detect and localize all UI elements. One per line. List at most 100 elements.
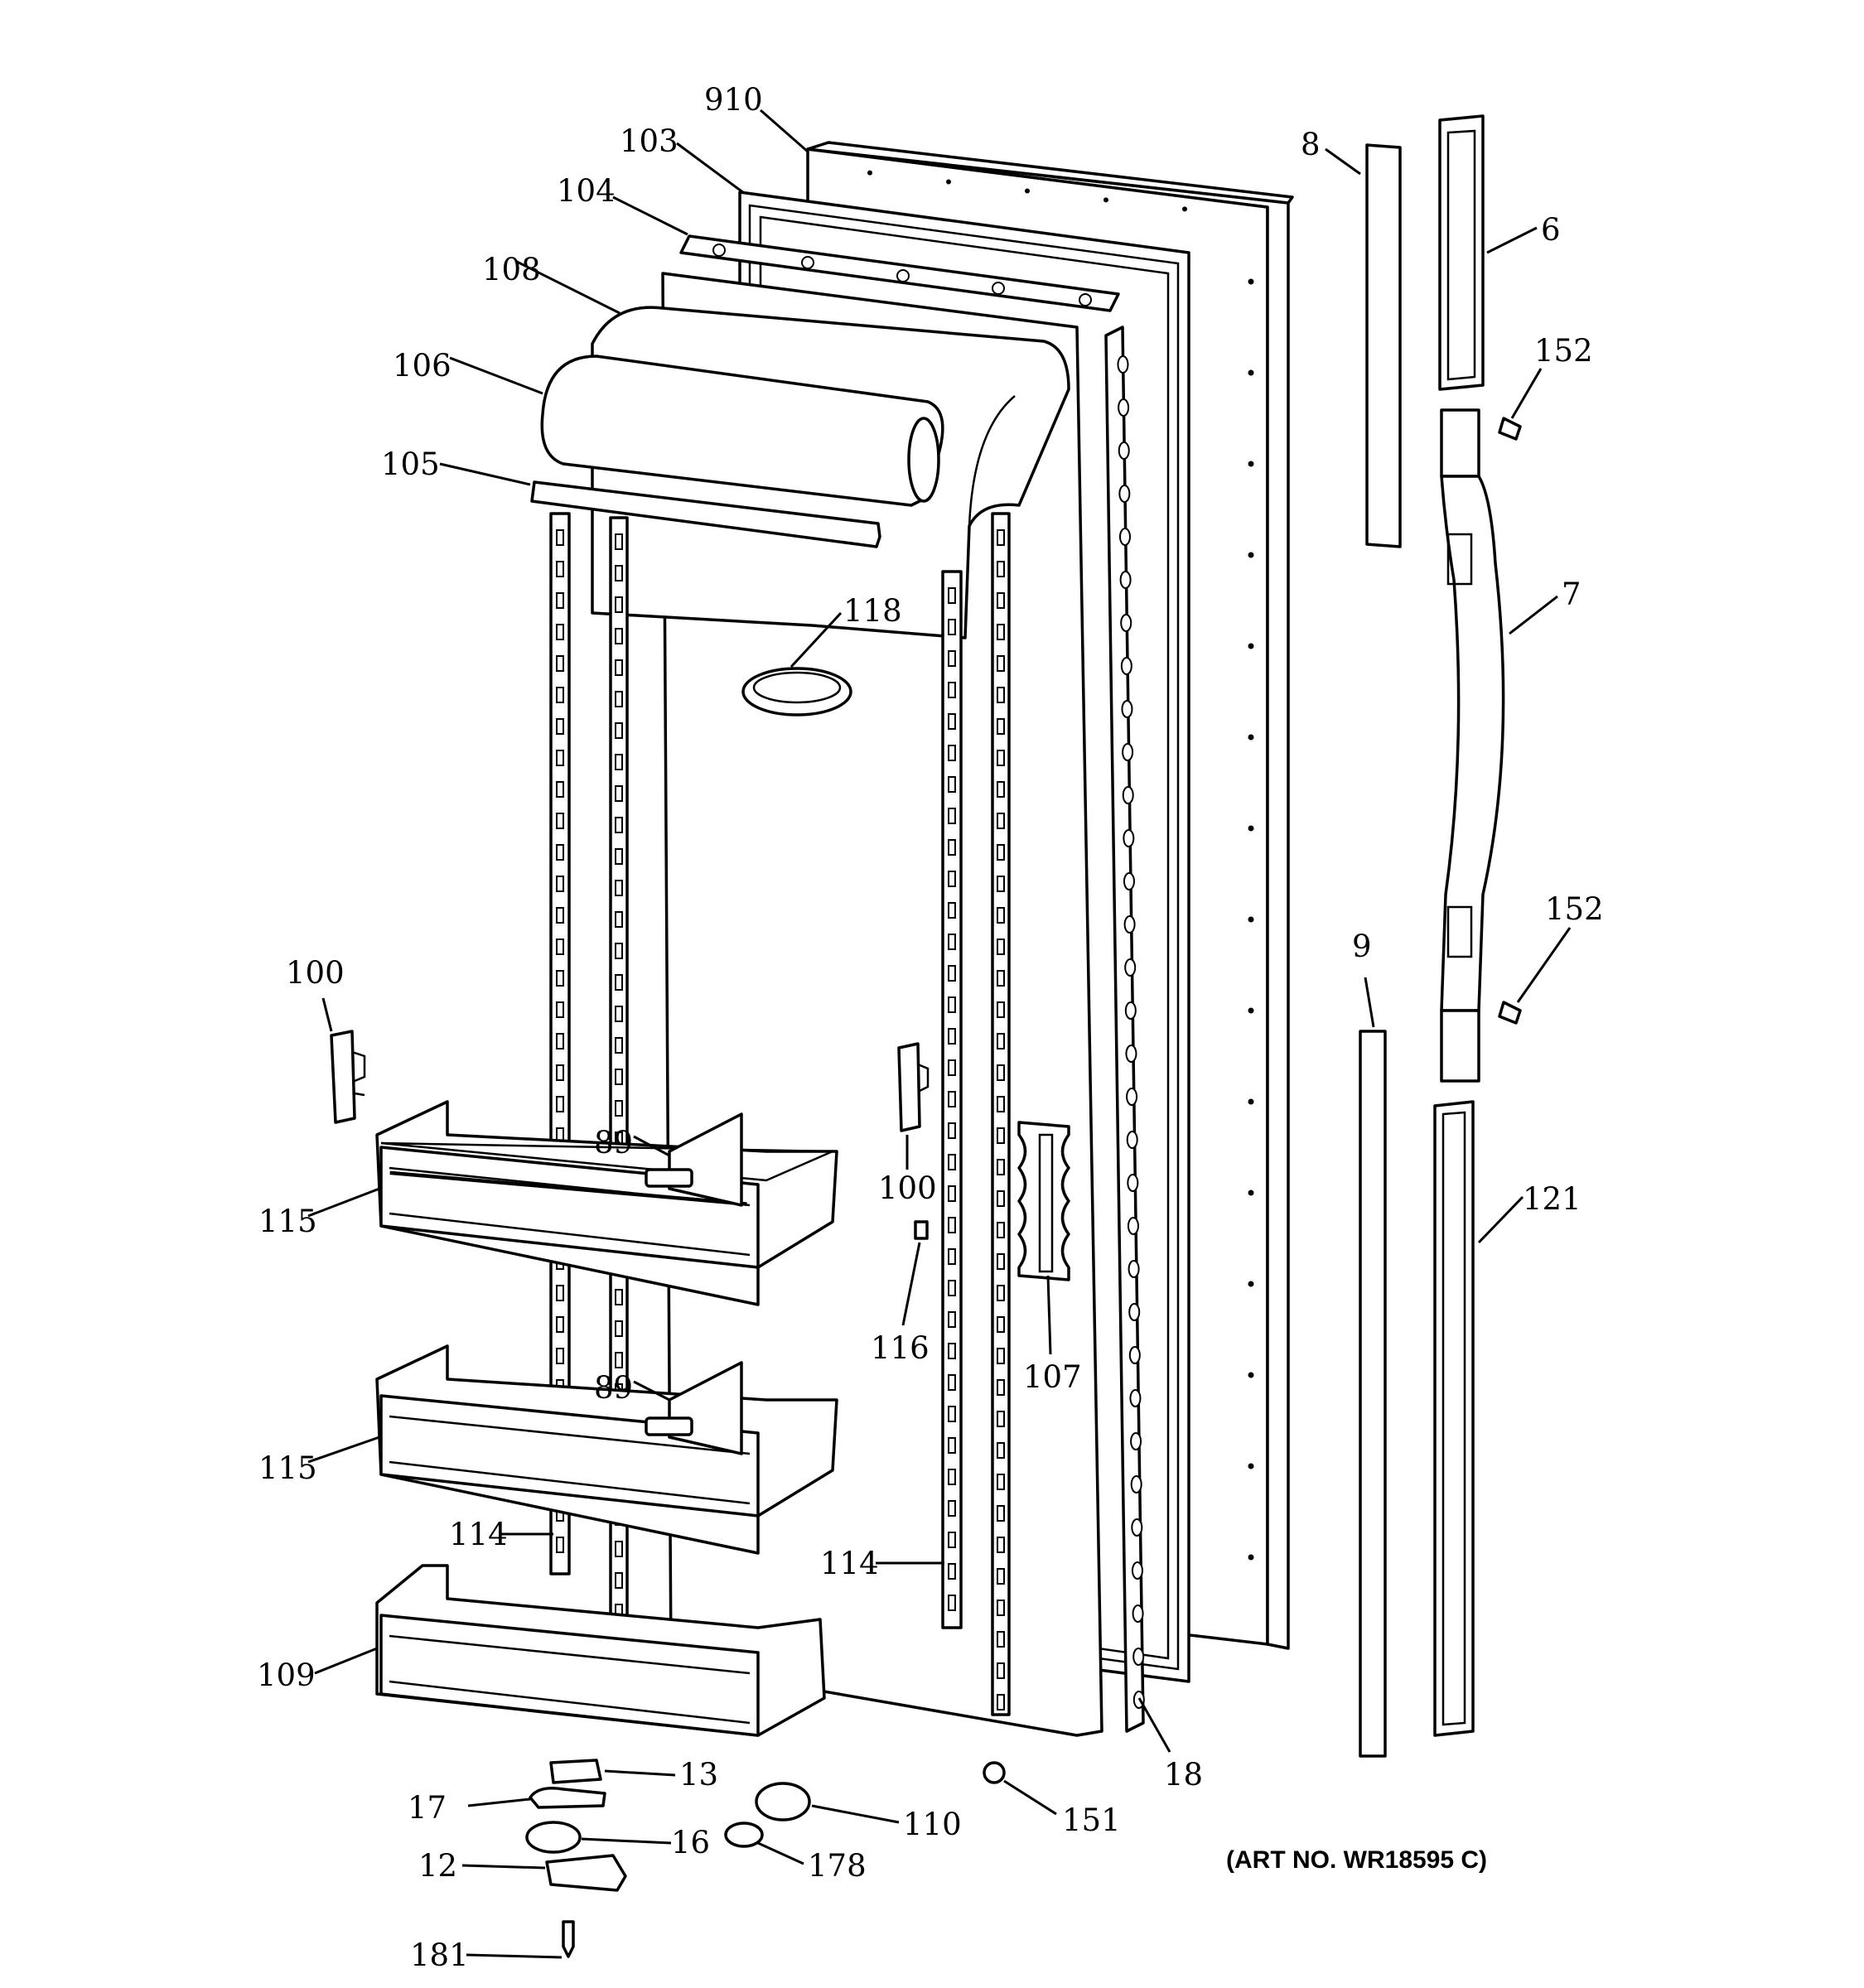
label-910: 910: [704, 82, 763, 118]
shelf-106: [540, 355, 944, 507]
strip-hole: [1118, 485, 1131, 503]
rail-slot: [556, 939, 564, 955]
strip-hole: [1132, 1604, 1144, 1623]
rail-slot: [997, 1662, 1005, 1679]
rail-slot: [948, 1374, 956, 1391]
label-16: 16: [671, 1825, 710, 1860]
rail-slot: [615, 1069, 623, 1085]
rail-slot: [556, 1001, 564, 1018]
label-6: 6: [1541, 212, 1561, 248]
strip-hole: [1128, 1260, 1140, 1278]
rail-slot: [997, 1190, 1005, 1207]
rail-slot: [948, 1595, 956, 1611]
rail-slot: [615, 974, 623, 991]
rail-slot: [997, 1442, 1005, 1459]
strip-hole: [1126, 1088, 1138, 1106]
rail-slot: [997, 1631, 1005, 1648]
rail-slot: [556, 844, 564, 861]
strip-hole: [1118, 528, 1131, 546]
rail-slot: [615, 911, 623, 928]
handle-7: [1440, 408, 1505, 1083]
rail-slot: [997, 1127, 1005, 1144]
rail-slot: [556, 1033, 564, 1049]
rail-slot: [615, 1572, 623, 1589]
rail-slot: [997, 1253, 1005, 1270]
trim-9: [1359, 1030, 1387, 1758]
rail-slot: [997, 687, 1005, 703]
rail-slot: [997, 1600, 1005, 1616]
rail-slot: [997, 781, 1005, 798]
rivet-dot: [1248, 1554, 1254, 1561]
rivet-dot: [1248, 1372, 1254, 1378]
shelf-clip-100-left: [330, 1030, 366, 1124]
rail-slot: [948, 1059, 956, 1076]
rail-slot: [997, 1505, 1005, 1522]
rivet-dot: [1248, 825, 1254, 832]
label-9: 9: [1352, 929, 1372, 964]
rail-slot: [948, 1469, 956, 1485]
rail-slot: [556, 592, 564, 609]
rail-slot: [615, 817, 623, 833]
label-114-right: 114: [820, 1546, 879, 1581]
screw-151: [983, 1761, 1006, 1784]
rail-slot: [948, 1500, 956, 1517]
strip-hole: [1123, 829, 1135, 847]
strip-hole: [1121, 700, 1133, 718]
rail-slot: [556, 781, 564, 798]
rail-slot: [615, 1541, 623, 1557]
part-13: [549, 1759, 602, 1784]
rail-slot: [615, 722, 623, 739]
rail-slot: [948, 682, 956, 698]
rail-slot: [615, 691, 623, 707]
rivet-dot: [1248, 1189, 1254, 1196]
label-100-left: 100: [286, 955, 345, 991]
label-152-upper: 152: [1534, 333, 1593, 369]
rail-slot: [948, 1532, 956, 1548]
hinge-parts: [525, 1759, 627, 1958]
rail-slot: [556, 529, 564, 546]
rail-slot: [615, 848, 623, 865]
rail-slot: [556, 1285, 564, 1301]
rail-slot: [948, 1122, 956, 1139]
door-bin-109: [375, 1564, 826, 1737]
rail-slot: [556, 1064, 564, 1081]
rail-slot: [556, 1316, 564, 1333]
rail-slot: [948, 1343, 956, 1359]
strip-hole: [1130, 1475, 1142, 1493]
rail-slot: [948, 1028, 956, 1045]
rail-slot: [997, 876, 1005, 892]
rail-slot: [997, 970, 1005, 987]
trim-105: [530, 480, 881, 548]
strip-hole: [1124, 1001, 1137, 1020]
top-trim-104: [679, 234, 1120, 312]
rivet-dot: [1248, 643, 1254, 649]
hinge-strip-18: [1104, 326, 1145, 1733]
rail-slot: [556, 718, 564, 735]
butter-dish-118: [741, 667, 852, 717]
strip-hole: [1129, 1389, 1142, 1407]
label-104: 104: [557, 173, 616, 209]
rail-slot: [556, 907, 564, 924]
rail-slot: [948, 934, 956, 950]
part-17: [529, 1787, 606, 1809]
rivet-dot: [1248, 1098, 1254, 1105]
rail-slot: [997, 592, 1005, 609]
rail-slot: [948, 965, 956, 982]
rail-slot: [615, 1352, 623, 1368]
rivet-dot: [1248, 278, 1254, 285]
rail-slot: [948, 1280, 956, 1296]
strip-hole: [1123, 872, 1135, 890]
label-116: 116: [871, 1330, 930, 1366]
part-110: [755, 1782, 811, 1822]
rail-slot: [948, 871, 956, 887]
end-cap-121: [1433, 1100, 1475, 1737]
rail-slot: [615, 565, 623, 581]
rivet-dot: [1182, 206, 1187, 212]
rail-slot: [556, 813, 564, 829]
shelf-clip-100-right: [897, 1042, 930, 1132]
strip-hole: [1126, 1131, 1138, 1149]
strip-hole: [1128, 1346, 1141, 1364]
rail-slot: [997, 1694, 1005, 1711]
door-bin-115-lower: [375, 1344, 838, 1555]
rail-slot: [948, 745, 956, 761]
